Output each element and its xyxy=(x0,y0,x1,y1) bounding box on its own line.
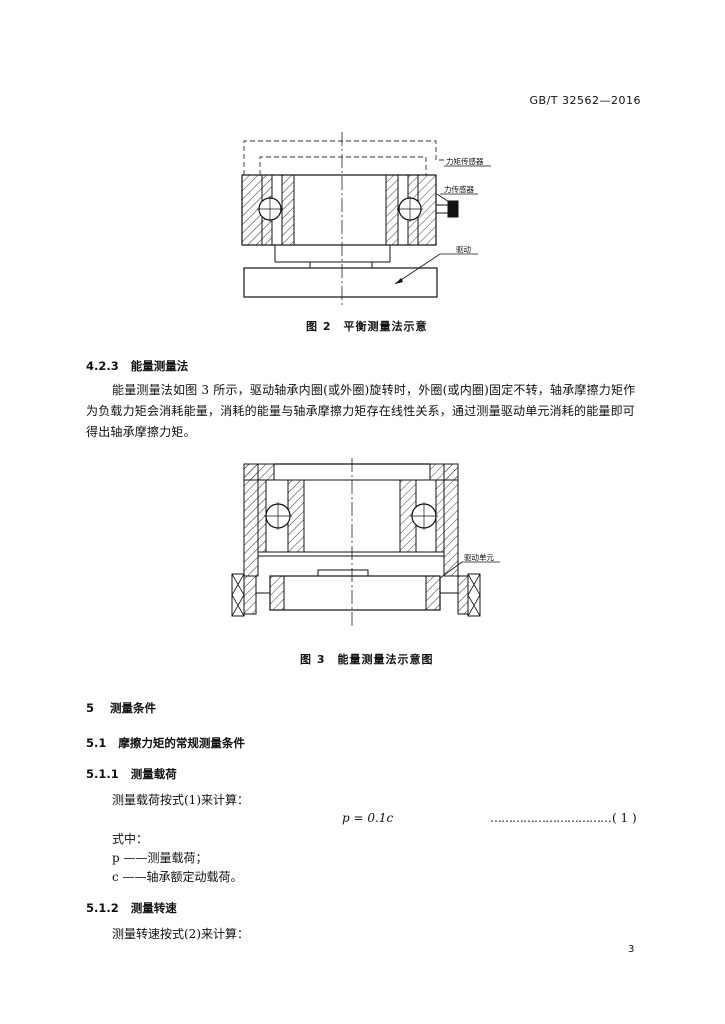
figure-2-caption: 图 2 平衡测量法示意 xyxy=(306,320,428,333)
variable-c: c ——轴承额定动载荷。 xyxy=(112,870,243,884)
section-5-1-1-heading: 5.1.1 测量载荷 xyxy=(86,766,177,782)
section-4-2-3-heading: 4.2.3 能量测量法 xyxy=(86,358,188,374)
section-4-2-3-paragraph: 能量测量法如图 3 所示，驱动轴承内圈(或外圈)旋转时，外圈(或内圈)固定不转，… xyxy=(86,383,636,439)
formula-1-leader: …………………………… xyxy=(490,811,612,825)
speed-intro: 测量转速按式(2)来计算： xyxy=(112,927,249,941)
section-number: 5.1 xyxy=(86,736,107,750)
figure-3-caption: 图 3 能量测量法示意图 xyxy=(300,653,434,666)
section-title: 测量转速 xyxy=(130,901,177,915)
section-5-heading: 5 测量条件 xyxy=(86,700,156,716)
standard-number: GB/T 32562—2016 xyxy=(529,94,641,107)
section-title: 测量载荷 xyxy=(130,767,177,781)
section-5-1-heading: 5.1 摩擦力矩的常规测量条件 xyxy=(86,735,245,751)
variable-p: p ——测量载荷； xyxy=(112,851,208,865)
section-title: 摩擦力矩的常规测量条件 xyxy=(118,736,245,750)
label-drive-unit: 驱动单元 xyxy=(464,553,494,562)
figure-2-drawing xyxy=(241,132,491,305)
where-label: 式中： xyxy=(112,832,149,846)
label-force-sensor: 力传感器 xyxy=(444,185,474,194)
section-number: 5.1.2 xyxy=(86,901,119,915)
label-drive: 驱动 xyxy=(456,245,471,254)
formula-1-number: ( 1 ) xyxy=(612,811,637,825)
section-title: 测量条件 xyxy=(110,701,157,715)
page-number: 3 xyxy=(628,944,635,955)
section-5-1-2-heading: 5.1.2 测量转速 xyxy=(86,900,177,916)
figure-3-drawing xyxy=(231,458,500,628)
section-title: 能量测量法 xyxy=(130,359,189,373)
formula-1: p = 0.1c xyxy=(342,811,394,825)
load-intro: 测量载荷按式(1)来计算： xyxy=(112,793,249,807)
section-number: 5.1.1 xyxy=(86,767,119,781)
label-torque-sensor: 力矩传感器 xyxy=(446,157,484,166)
section-number: 5 xyxy=(86,701,95,715)
section-number: 4.2.3 xyxy=(86,359,119,373)
